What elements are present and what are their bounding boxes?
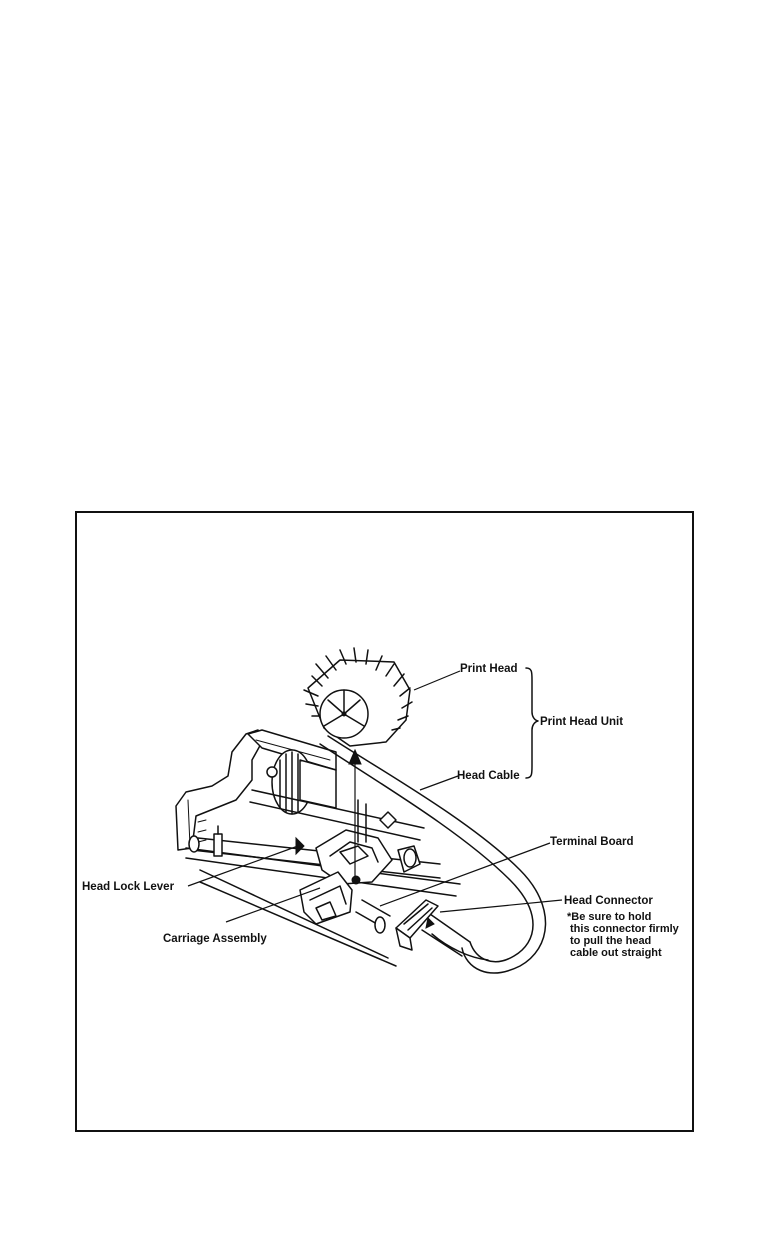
- print-head-unit-label: Print Head Unit: [540, 716, 623, 728]
- print-head: [304, 648, 412, 746]
- terminal-board-label: Terminal Board: [550, 836, 634, 848]
- head-connector-label: Head Connector: [564, 895, 653, 907]
- head-connector-note-line: to pull the head: [570, 935, 651, 947]
- head-cable-label: Head Cable: [457, 770, 520, 782]
- head-connector-note-line: this connector firmly: [570, 923, 680, 935]
- head-connector-note-line: *Be sure to hold: [567, 911, 651, 923]
- print-head-unit-brace: [526, 668, 538, 778]
- head-lock-lever-label: Head Lock Lever: [82, 881, 175, 893]
- head-connector-note-line: cable out straight: [570, 947, 662, 959]
- print-head-label: Print Head: [460, 663, 518, 675]
- carriage-assembly-label: Carriage Assembly: [163, 933, 267, 945]
- head-connector-note: *Be sure to hold this connector firmly t…: [567, 911, 680, 959]
